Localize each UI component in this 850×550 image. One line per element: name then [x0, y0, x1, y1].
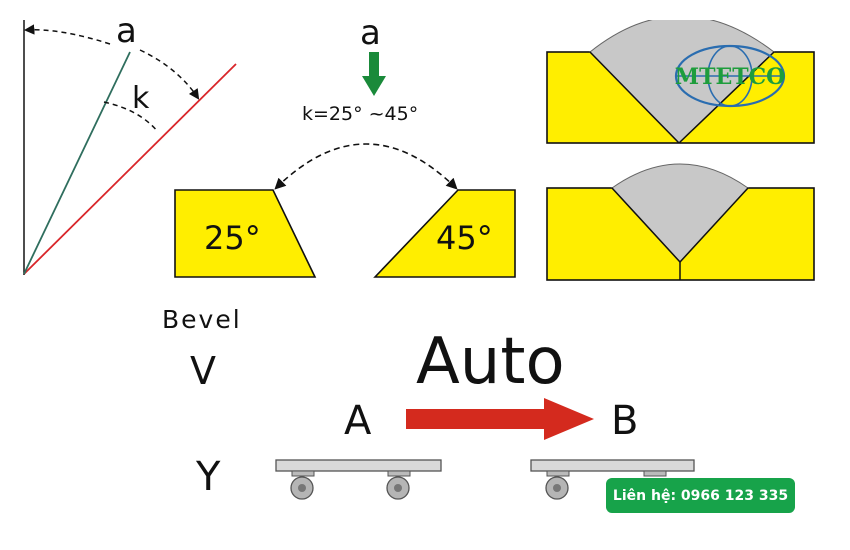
weld-joint-top: MTETCO: [546, 20, 815, 144]
angle-diagram: a k: [23, 11, 237, 275]
arrow-a-label: a: [360, 13, 381, 53]
angle-a-label: a: [116, 11, 137, 51]
right-arrow-icon: [406, 398, 594, 440]
teal-bevel-line: [23, 51, 131, 275]
v-label: V: [190, 349, 216, 393]
carriage-left: [275, 459, 442, 500]
weld-joint-bottom: [546, 163, 815, 281]
point-a-label: A: [344, 398, 372, 444]
bevel-25-label: 25°: [204, 219, 261, 257]
y-label: Y: [195, 454, 221, 500]
angle-a-arc-right: [139, 49, 200, 100]
contact-button[interactable]: Liên hệ: 0966 123 335: [606, 478, 795, 513]
bevel-45-block: [373, 189, 516, 278]
point-b-label: B: [611, 398, 638, 444]
down-arrow-icon: [362, 52, 386, 96]
angle-k-label: k: [132, 81, 150, 116]
carriage-right: [530, 459, 695, 500]
bevel-25-block: [174, 189, 317, 278]
logo-text: MTETCO: [675, 64, 786, 90]
bevel-swing-arc: [274, 143, 458, 190]
auto-label: Auto: [416, 325, 565, 399]
angle-k-arc: [103, 101, 159, 133]
red-bevel-line: [23, 63, 237, 275]
bevel-range-text: k=25° ~45°: [302, 103, 418, 125]
mtetco-logo: MTETCO: [675, 44, 786, 108]
bevel-label: Bevel: [162, 305, 242, 334]
bevel-45-label: 45°: [436, 219, 493, 257]
bevel-info: a k=25° ~45° 25° 45°: [174, 13, 516, 278]
angle-a-arc: [23, 24, 111, 45]
